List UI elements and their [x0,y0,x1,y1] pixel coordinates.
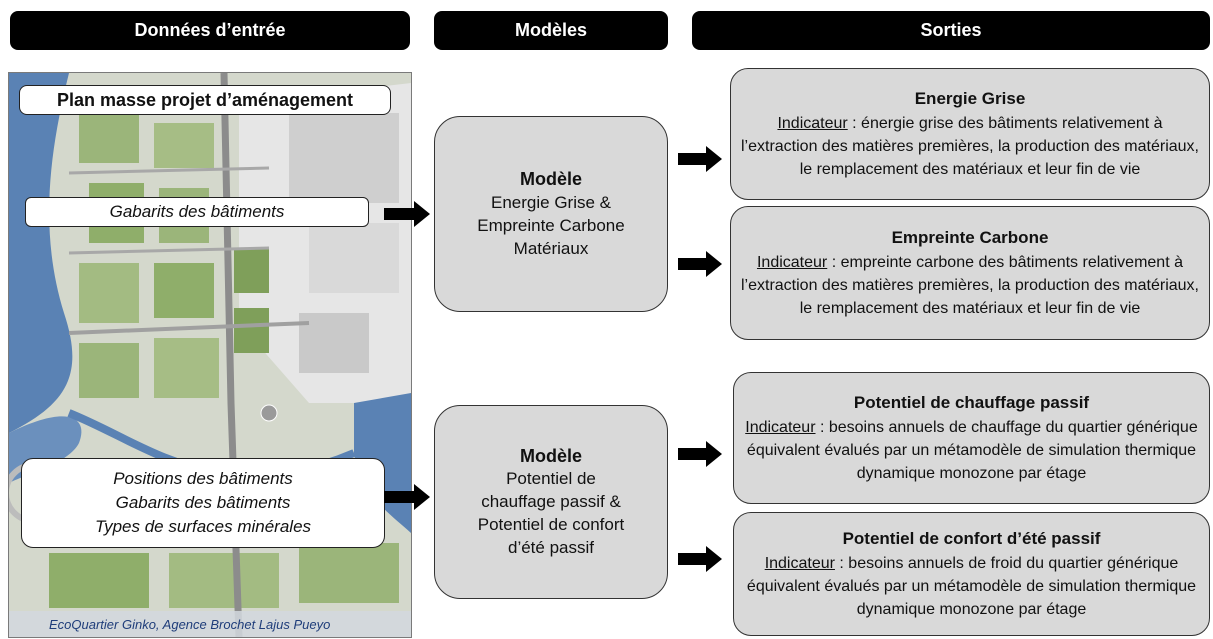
indicator-text: : empreinte carbone des bâtiments relati… [741,253,1199,317]
header-inputs: Données d’entrée [10,11,410,50]
site-plan-illustration [9,73,411,637]
arrow-right-icon [678,146,722,172]
arrow-right-icon [384,201,430,227]
output-box-chauffage-passif: Potentiel de chauffage passif Indicateur… [733,372,1210,504]
input-item: Positions des bâtiments [113,469,293,489]
arrow-right-icon [384,484,430,510]
indicator-label: Indicateur [764,554,835,572]
output-description: Indicateur : besoins annuels de froid du… [744,552,1199,622]
model-line: Empreinte Carbone [477,215,625,235]
indicator-label: Indicateur [745,418,816,436]
output-description: Indicateur : énergie grise des bâtiments… [741,112,1199,182]
model-box-energy-carbon: Modèle Energie Grise & Empreinte Carbone… [434,116,668,312]
output-box-confort-ete-passif: Potentiel de confort d’été passif Indica… [733,512,1210,636]
output-title: Energie Grise [914,88,1026,108]
output-box-energie-grise: Energie Grise Indicateur : énergie grise… [730,68,1210,200]
model-line: d’été passif [508,538,594,558]
model-line: Potentiel de confort [477,515,625,535]
indicator-text: : besoins annuels de chauffage du quarti… [746,418,1198,482]
model-line: chauffage passif & [481,492,621,512]
arrow-right-icon [678,441,722,467]
header-outputs: Sorties [692,11,1210,50]
output-box-empreinte-carbone: Empreinte Carbone Indicateur : empreinte… [730,206,1210,340]
map-credit: EcoQuartier Ginko, Agence Brochet Lajus … [9,611,411,637]
model-line: Energie Grise & [491,192,611,212]
input-item: Gabarits des bâtiments [115,493,291,513]
output-title: Empreinte Carbone [891,227,1049,247]
arrow-right-icon [678,251,722,277]
arrow-right-icon [678,546,722,572]
map-title: Plan masse projet d’aménagement [19,85,391,115]
indicator-label: Indicateur [756,253,828,271]
indicator-text: : énergie grise des bâtiments relativeme… [741,114,1199,178]
header-models: Modèles [434,11,668,50]
indicator-text: : besoins annuels de froid du quartier g… [746,554,1197,618]
site-plan-image: Plan masse projet d’aménagement Gabarits… [8,72,412,638]
indicator-label: Indicateur [777,114,848,132]
model-box-passive-comfort: Modèle Potentiel de chauffage passif & P… [434,405,668,599]
output-title: Potentiel de confort d’été passif [842,528,1101,548]
output-description: Indicateur : empreinte carbone des bâtim… [741,251,1199,321]
model-line: Potentiel de [506,469,596,489]
map-label-gabarits: Gabarits des bâtiments [25,197,369,227]
output-title: Potentiel de chauffage passif [853,392,1090,412]
model-title: Modèle [519,445,582,466]
map-label-inputs-list: Positions des bâtiments Gabarits des bât… [21,458,385,548]
model-line: Matériaux [513,238,589,258]
input-item: Types de surfaces minérales [94,516,312,536]
model-title: Modèle [519,169,582,190]
output-description: Indicateur : besoins annuels de chauffag… [744,416,1199,486]
